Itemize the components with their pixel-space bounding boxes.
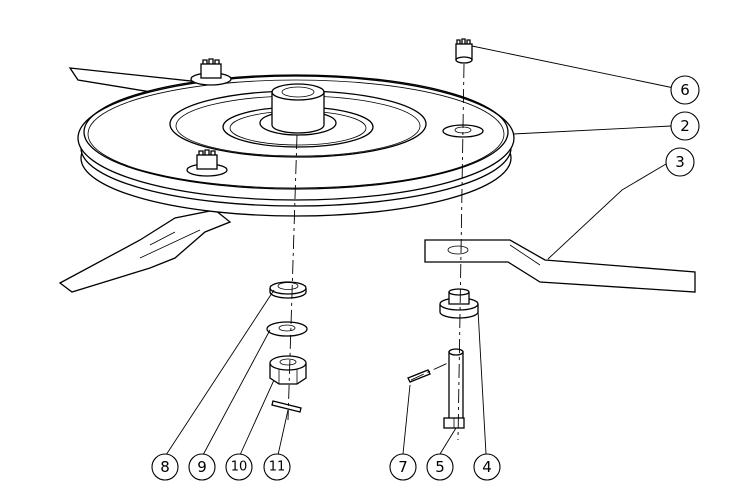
hex-nut-10 (269, 355, 307, 385)
bushing-4 (439, 288, 479, 319)
svg-text:11: 11 (269, 460, 286, 475)
callout-11: 11 (263, 453, 291, 481)
svg-text:9: 9 (197, 458, 207, 476)
callout-10: 10 (225, 453, 253, 481)
svg-text:2: 2 (680, 117, 690, 135)
bolt-5 (443, 348, 465, 429)
cotter-pin-11 (271, 400, 302, 413)
callout-9: 9 (188, 453, 216, 481)
svg-text:8: 8 (160, 458, 170, 476)
disc-nut-top (190, 58, 232, 86)
svg-text:6: 6 (680, 81, 690, 99)
svg-text:7: 7 (398, 458, 408, 476)
callout-3: 3 (665, 147, 695, 177)
callout-6: 6 (670, 75, 700, 105)
svg-text:10: 10 (231, 460, 248, 475)
callout-4: 4 (473, 453, 501, 481)
centerlines (287, 63, 465, 441)
castle-nut-6 (455, 38, 473, 64)
leader-lines (165, 45, 675, 456)
callout-2: 2 (670, 111, 700, 141)
disc-nut-bottom (186, 149, 228, 177)
svg-text:3: 3 (675, 153, 685, 171)
right-blade (424, 239, 696, 293)
callout-7: 7 (389, 453, 417, 481)
svg-text:5: 5 (435, 458, 445, 476)
callout-8: 8 (151, 453, 179, 481)
washer-9 (266, 321, 308, 337)
seal-8 (269, 281, 307, 299)
callout-5: 5 (426, 453, 454, 481)
center-hub (271, 83, 325, 134)
svg-text:4: 4 (482, 458, 492, 476)
